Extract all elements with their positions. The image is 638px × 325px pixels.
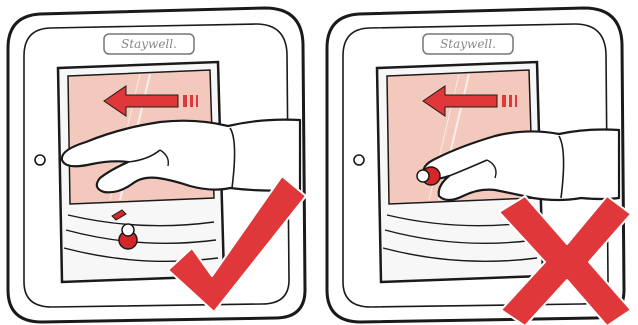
correct-illustration: Staywell. [0,0,319,325]
lock-knob-icon [119,224,137,249]
brand-logo-text: Staywell. [440,37,496,51]
brand-badge: Staywell. [104,34,194,54]
screw-icon [35,155,45,165]
screw-icon [354,155,364,165]
panel-incorrect: Staywell. [319,0,638,325]
brand-logo-text: Staywell. [121,37,177,51]
panel-correct: Staywell. [0,0,319,325]
incorrect-illustration: Staywell. [319,0,638,325]
brand-badge: Staywell. [423,34,513,54]
